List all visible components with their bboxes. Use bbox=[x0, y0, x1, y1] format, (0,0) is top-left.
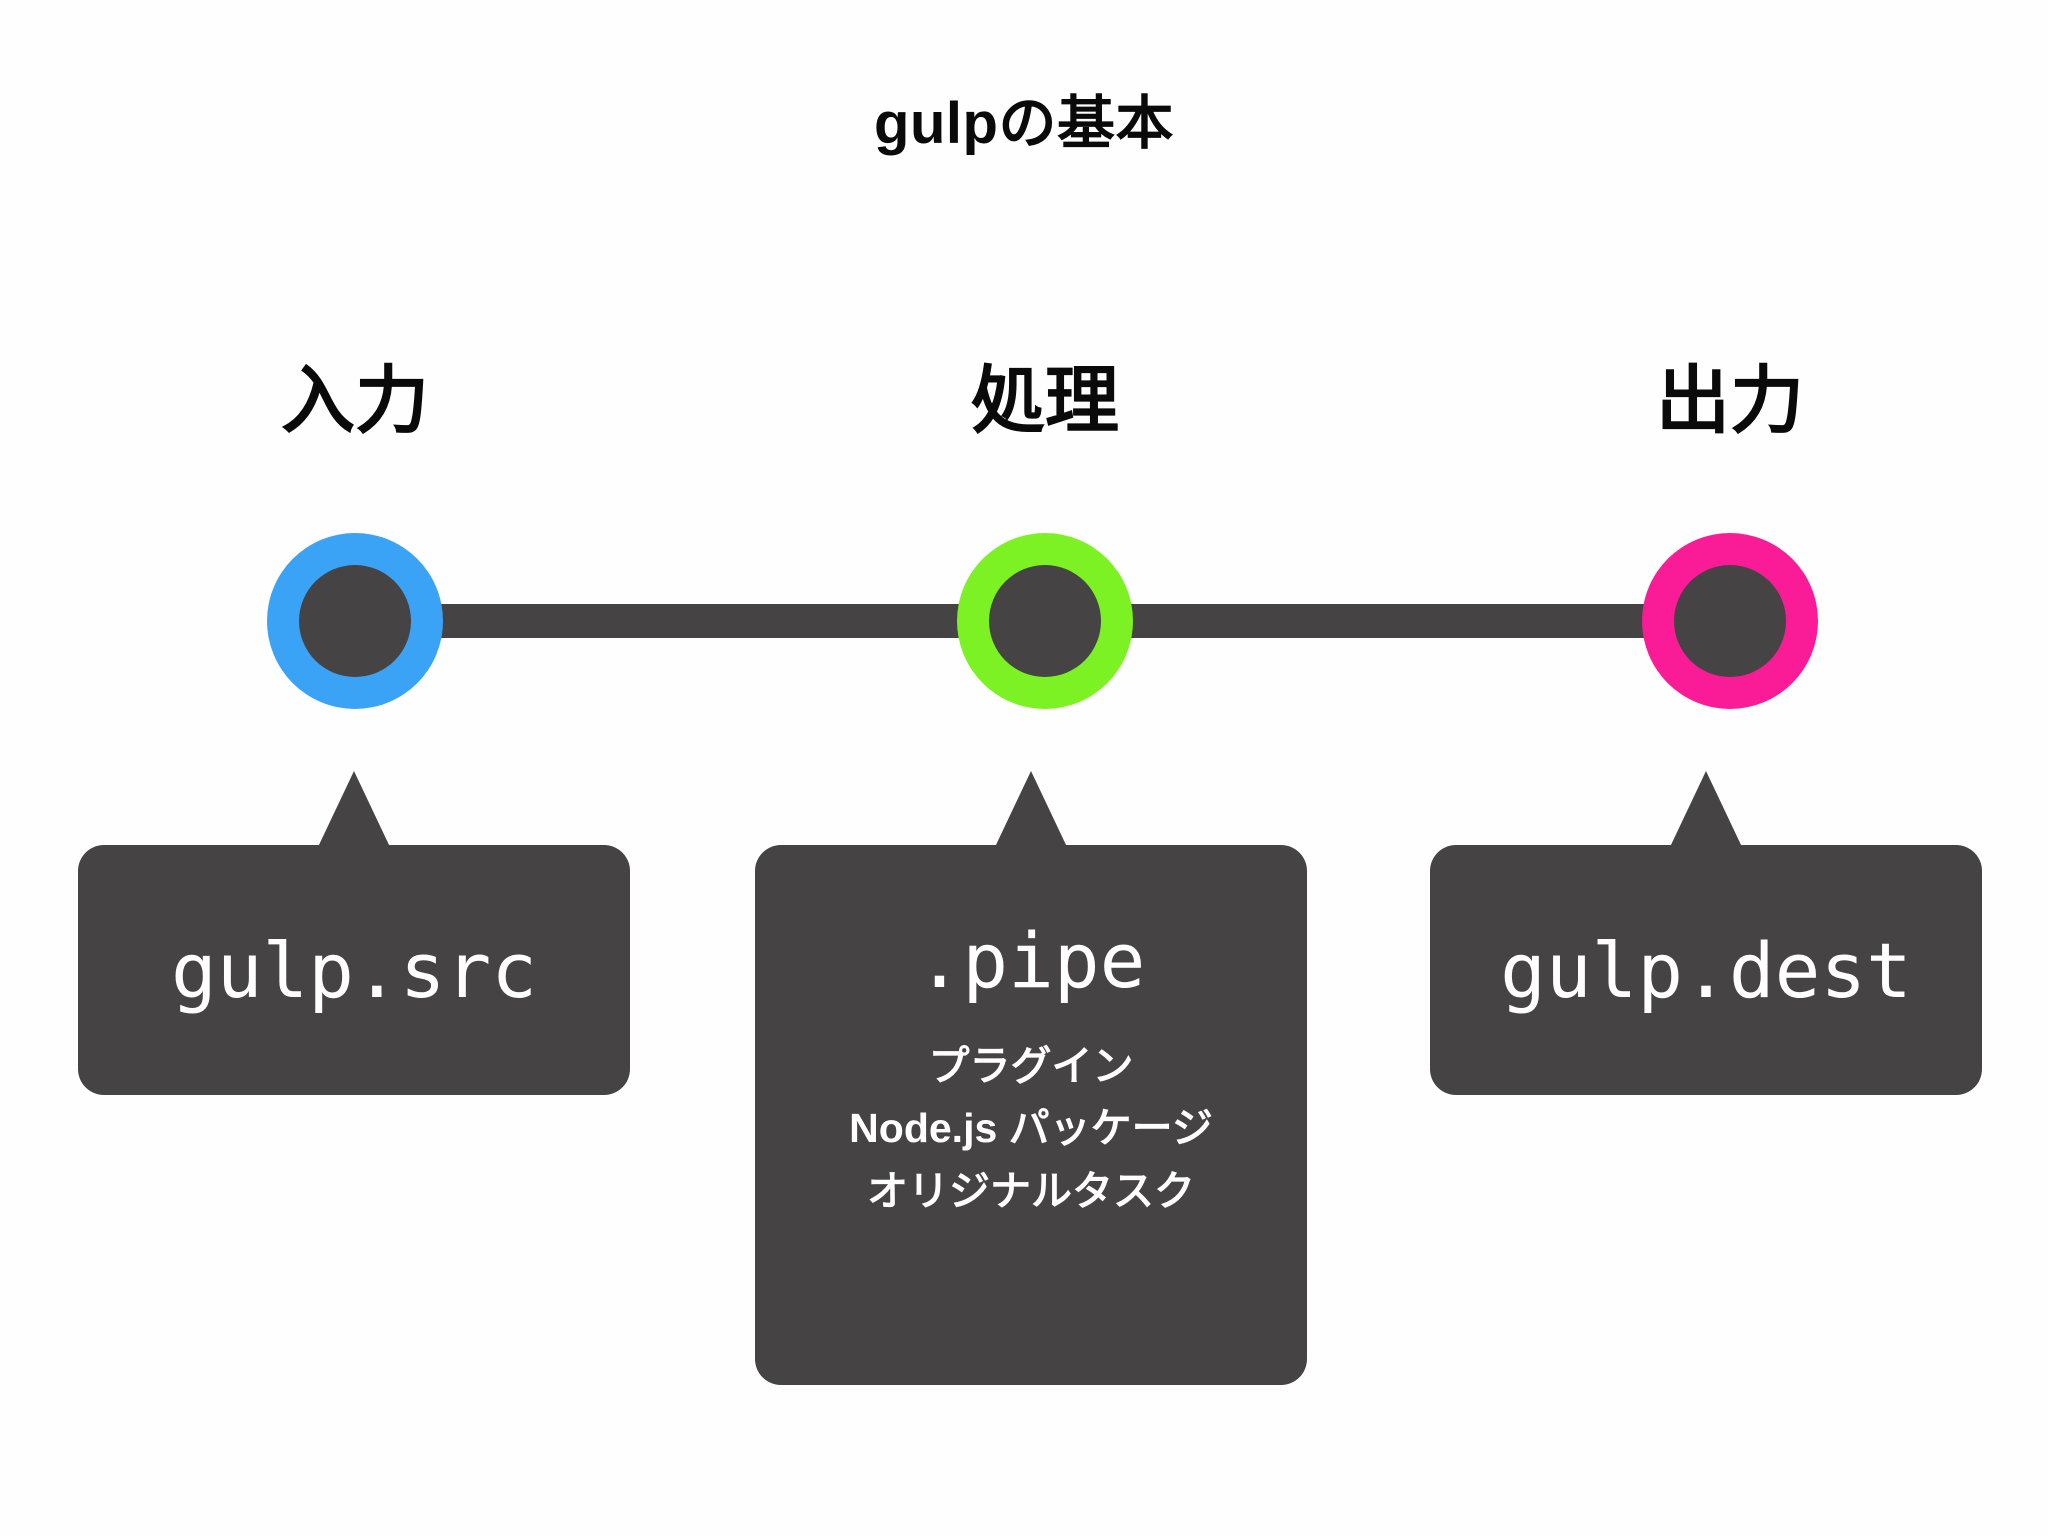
callout-pointer-icon bbox=[318, 771, 390, 847]
stage-label-process: 処理 bbox=[971, 359, 1119, 442]
callout-process-detail-plugin: プラグイン bbox=[928, 1043, 1134, 1089]
connector-input-to-process bbox=[330, 604, 1060, 638]
callout-process-code: .pipe bbox=[916, 916, 1146, 1005]
callout-process-details: プラグイン Node.js パッケージ オリジナルタスク bbox=[755, 1035, 1307, 1222]
connector-process-to-output bbox=[1020, 604, 1740, 638]
callout-process-detail-node-package: Node.js パッケージ bbox=[849, 1105, 1213, 1152]
callout-pointer-icon bbox=[995, 771, 1067, 847]
node-output-core bbox=[1674, 565, 1786, 677]
stage-label-output: 出力 bbox=[1656, 359, 1804, 442]
callout-input[interactable]: gulp.src bbox=[78, 771, 630, 1095]
callout-output[interactable]: gulp.dest bbox=[1430, 771, 1982, 1095]
node-input-core bbox=[299, 565, 411, 677]
callout-pointer-icon bbox=[1670, 771, 1742, 847]
stage-label-input: 入力 bbox=[281, 359, 429, 442]
callout-input-code: gulp.src bbox=[170, 926, 538, 1015]
callout-process[interactable]: .pipe プラグイン Node.js パッケージ オリジナルタスク bbox=[755, 771, 1307, 1385]
node-output[interactable] bbox=[1642, 533, 1818, 709]
node-input[interactable] bbox=[267, 533, 443, 709]
callout-process-detail-original-task: オリジナルタスク bbox=[867, 1167, 1195, 1214]
node-process-core bbox=[989, 565, 1101, 677]
node-process[interactable] bbox=[957, 533, 1133, 709]
callout-output-code: gulp.dest bbox=[1500, 926, 1912, 1015]
page-title: gulpの基本 bbox=[874, 91, 1174, 156]
